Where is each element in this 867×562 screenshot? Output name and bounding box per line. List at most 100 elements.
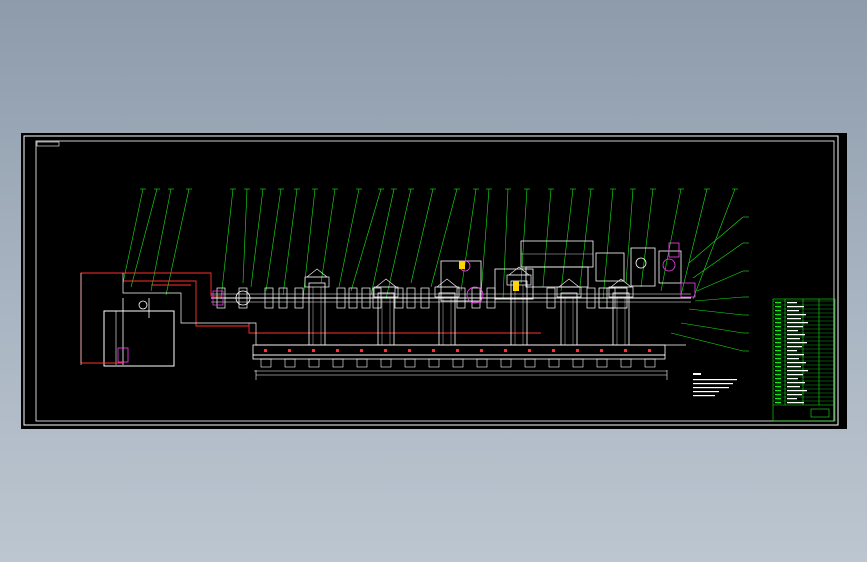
leader-line [385,188,412,300]
parts-row-text [787,314,806,316]
base-foot [476,358,488,368]
leader-line [410,188,434,284]
title-cell [810,408,830,418]
anchor-bolt [456,349,459,352]
parts-row-text [787,350,797,352]
outer-frame [23,135,839,426]
parts-row-number [775,330,781,332]
roller-stand-icon [612,292,630,346]
base-foot [380,358,392,368]
parts-row-number [775,382,781,384]
leader-line [430,188,458,288]
leader-line [688,216,744,264]
base-foot [572,358,584,368]
anchor-bolt [648,349,651,352]
leader-line [165,188,190,296]
parts-row-text [787,346,802,348]
water-tank-icon [103,298,175,367]
parts-row-text [787,310,799,312]
engineering-drawing [23,135,839,426]
technical-notes [693,373,737,397]
stand-cap [375,278,397,288]
anchor-bolt [552,349,555,352]
parts-row-number [775,322,781,324]
base-foot [404,358,416,368]
parts-row-text [787,354,804,356]
anchor-bolt [360,349,363,352]
anchor-bolt [288,349,291,352]
parts-row-number [775,334,781,336]
shaft-coupling [216,287,226,309]
base-foot [596,358,608,368]
parts-row-number [775,302,781,304]
anchor-bolt [408,349,411,352]
anchor-bolt [384,349,387,352]
shaft-couplings [212,287,616,309]
parts-row-number [775,386,781,388]
leader-line [130,188,158,288]
parts-row-text [787,302,797,304]
leader-line [692,188,736,300]
leader-line [640,188,654,288]
leader-line [560,188,574,292]
shaft-coupling [361,287,371,309]
parts-row-text [787,358,799,360]
shaft-coupling [394,287,404,309]
parts-row-number [775,362,781,364]
base-foot [500,358,512,368]
parts-row-text [787,322,808,324]
leader-line [602,188,614,300]
parts-row-number [775,390,781,392]
parts-row-text [787,386,800,388]
parts-list-rows [773,300,835,418]
parts-row-number [775,310,781,312]
leader-line [242,188,248,284]
title-block [772,298,836,422]
leader-line [680,322,744,334]
parts-row-number [775,314,781,316]
water-piping [80,272,541,364]
leader-line [350,188,382,292]
drawing-number-box [36,141,60,147]
anchor-bolt [504,349,507,352]
parts-row-text [787,370,808,372]
shaft-coupling [336,287,346,309]
parts-row-number [775,366,781,368]
shaft-coupling [264,287,274,309]
shaft-coupling [546,287,556,309]
gearbox-icon [440,260,534,304]
parts-row-text [787,342,807,344]
shaft-coupling [406,287,416,309]
parts-row-number [775,402,781,404]
parts-row-text [787,398,797,400]
parts-row-text [787,338,800,340]
cad-viewport[interactable] [21,133,847,429]
leader-line [480,188,490,296]
parts-row-text [787,378,798,380]
stand-cap [610,278,632,288]
pump-icon [235,290,251,306]
overall-dimension [80,273,668,380]
leader-line [150,188,172,292]
roller-stand-icon [377,292,395,346]
shaft-coupling [294,287,304,309]
leader-line [670,332,744,352]
parts-row-number [775,342,781,344]
parts-row-number [775,306,781,308]
leader-line [542,188,552,288]
parts-row-text [787,394,802,396]
shaft-coupling [471,287,481,309]
leader-line [320,188,336,284]
parts-row-text [787,382,805,384]
leader-line [338,188,360,288]
roller-stand-icon [560,292,578,346]
parts-row-text [787,374,803,376]
anchor-bolt [336,349,339,352]
parts-row-text [787,362,806,364]
shaft-coupling [238,287,248,309]
anchor-bolt [600,349,603,352]
parts-row-number [775,370,781,372]
parts-row-number [775,378,781,380]
shaft-coupling [372,287,382,309]
parts-row-number [775,318,781,320]
